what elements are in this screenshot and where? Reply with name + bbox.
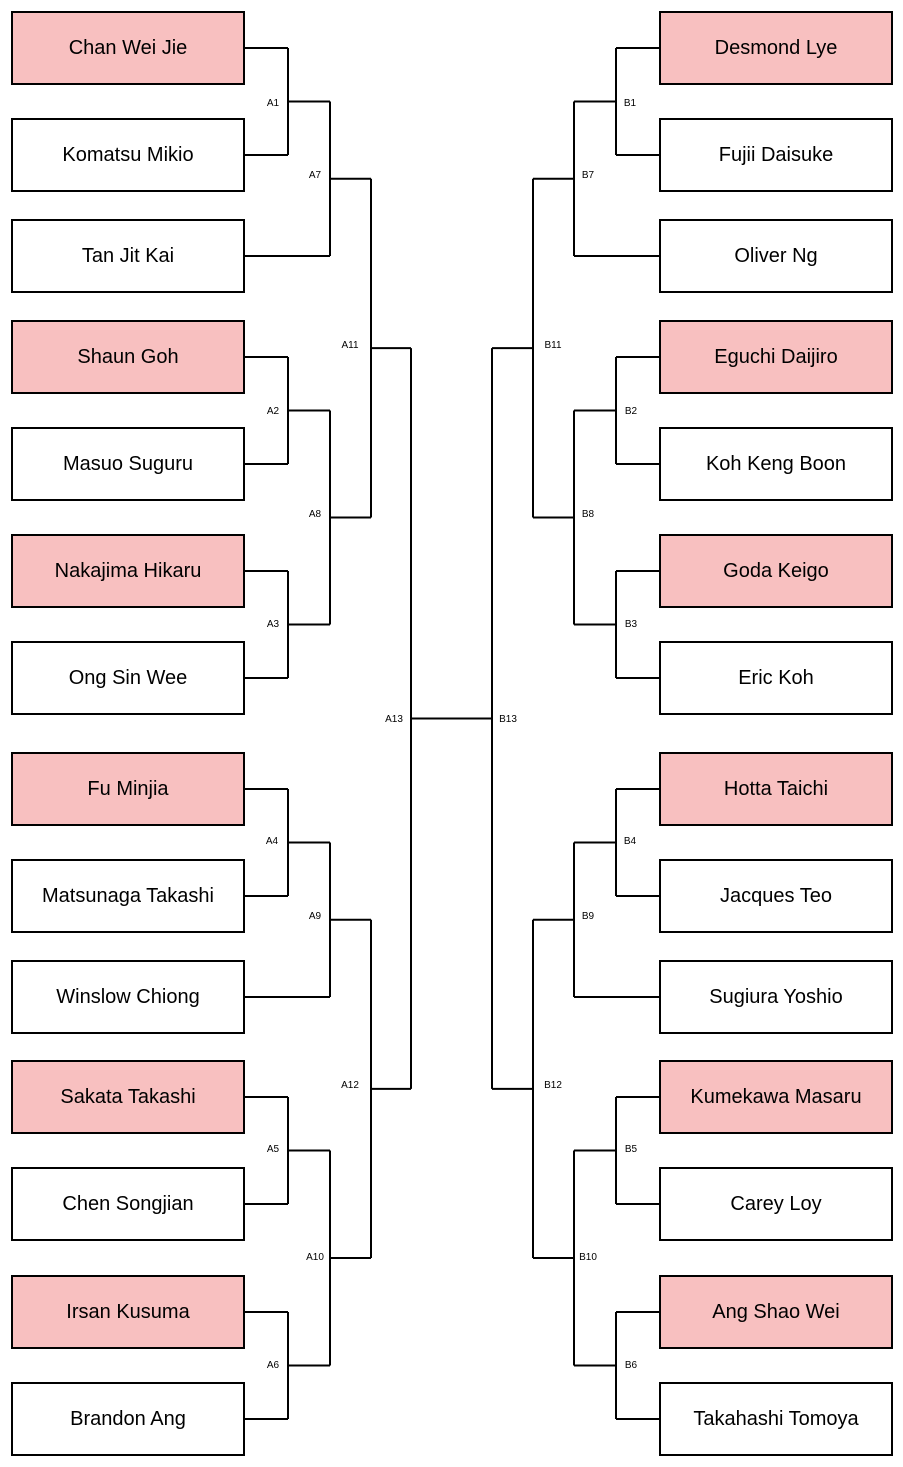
match-label-a2: A2 <box>266 405 280 417</box>
player-box-fujii-daisuke: Fujii Daisuke <box>659 118 893 192</box>
match-label-b4: B4 <box>623 835 637 847</box>
player-box-winslow-chiong: Winslow Chiong <box>11 960 245 1034</box>
player-box-tan-jit-kai: Tan Jit Kai <box>11 219 245 293</box>
match-label-b5: B5 <box>624 1143 638 1155</box>
player-box-chen-songjian: Chen Songjian <box>11 1167 245 1241</box>
match-label-b12: B12 <box>544 1079 562 1091</box>
match-label-b7: B7 <box>581 169 595 181</box>
match-label-a4: A4 <box>265 835 279 847</box>
player-box-nakajima-hikaru: Nakajima Hikaru <box>11 534 245 608</box>
player-box-eric-koh: Eric Koh <box>659 641 893 715</box>
player-box-irsan-kusuma: Irsan Kusuma <box>11 1275 245 1349</box>
player-box-oliver-ng: Oliver Ng <box>659 219 893 293</box>
player-box-brandon-ang: Brandon Ang <box>11 1382 245 1456</box>
player-box-carey-loy: Carey Loy <box>659 1167 893 1241</box>
player-box-shaun-goh: Shaun Goh <box>11 320 245 394</box>
match-label-b11: B11 <box>544 340 562 352</box>
player-box-hotta-taichi: Hotta Taichi <box>659 752 893 826</box>
player-box-goda-keigo: Goda Keigo <box>659 534 893 608</box>
player-box-fu-minjia: Fu Minjia <box>11 752 245 826</box>
match-label-b6: B6 <box>624 1359 638 1371</box>
match-label-a10: A10 <box>306 1252 324 1263</box>
player-box-jacques-teo: Jacques Teo <box>659 859 893 933</box>
player-box-ong-sin-wee: Ong Sin Wee <box>11 641 245 715</box>
match-label-a7: A7 <box>308 169 322 181</box>
player-box-koh-keng-boon: Koh Keng Boon <box>659 427 893 501</box>
match-label-a12: A12 <box>341 1079 359 1091</box>
match-label-b10: B10 <box>579 1252 597 1263</box>
player-box-ang-shao-wei: Ang Shao Wei <box>659 1275 893 1349</box>
match-label-b2: B2 <box>624 405 638 417</box>
player-box-masuo-suguru: Masuo Suguru <box>11 427 245 501</box>
match-label-a5: A5 <box>266 1143 280 1155</box>
match-label-a8: A8 <box>308 508 322 520</box>
match-label-a11: A11 <box>341 340 359 352</box>
match-label-b13: B13 <box>499 713 517 725</box>
match-label-b1: B1 <box>623 97 637 109</box>
match-label-a9: A9 <box>308 910 322 922</box>
player-box-kumekawa-masaru: Kumekawa Masaru <box>659 1060 893 1134</box>
match-label-a1: A1 <box>266 97 280 109</box>
match-label-a13: A13 <box>385 713 403 725</box>
player-box-desmond-lye: Desmond Lye <box>659 11 893 85</box>
player-box-takahashi-tomoya: Takahashi Tomoya <box>659 1382 893 1456</box>
match-label-b8: B8 <box>581 508 595 520</box>
player-box-sakata-takashi: Sakata Takashi <box>11 1060 245 1134</box>
match-label-b3: B3 <box>624 618 638 630</box>
player-box-eguchi-daijiro: Eguchi Daijiro <box>659 320 893 394</box>
match-label-a6: A6 <box>266 1359 280 1371</box>
player-box-chan-wei-jie: Chan Wei Jie <box>11 11 245 85</box>
player-box-sugiura-yoshio: Sugiura Yoshio <box>659 960 893 1034</box>
match-label-b9: B9 <box>581 910 595 922</box>
match-label-a3: A3 <box>266 618 280 630</box>
player-box-matsunaga-takashi: Matsunaga Takashi <box>11 859 245 933</box>
player-box-komatsu-mikio: Komatsu Mikio <box>11 118 245 192</box>
